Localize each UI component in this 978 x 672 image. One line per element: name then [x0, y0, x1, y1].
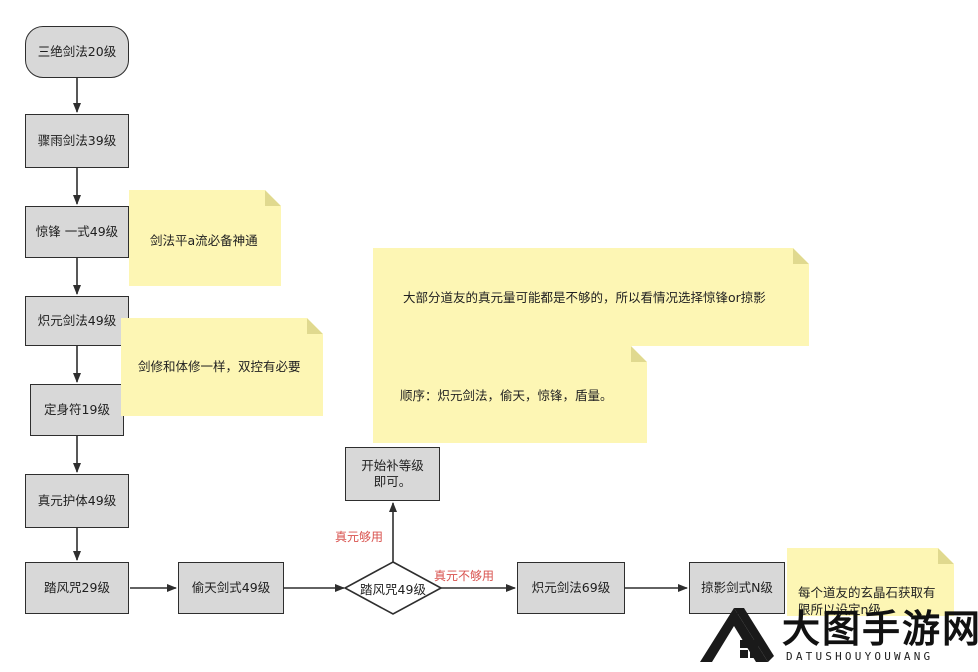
note-line: 每个道友的玄晶石获取有: [798, 585, 936, 600]
node-start: 三绝剑法20级: [25, 26, 129, 78]
node-step: 惊锋 一式49级: [25, 206, 129, 258]
node-step: 踏风咒29级: [25, 562, 129, 614]
sticky-note: 剑法平a流必备神通: [129, 190, 281, 286]
sticky-note: 顺序：炽元剑法，偷天，惊锋，盾量。: [373, 346, 647, 443]
node-step: 炽元剑法69级: [517, 562, 625, 614]
sticky-note: 剑修和体修一样，双控有必要: [121, 318, 323, 416]
node-step: 骤雨剑法39级: [25, 114, 129, 168]
watermark-subtext: DATUSHOUYOUWANG: [786, 650, 934, 663]
note-text: 剑法平a流必备神通: [150, 233, 258, 248]
watermark: 大图手游网 DATUSHOUYOUWANG: [690, 596, 978, 670]
note-line: 限所以设定n级: [798, 602, 881, 617]
node-line: 即可。: [373, 474, 412, 489]
node-step: 炽元剑法49级: [25, 296, 129, 346]
node-step: 真元护体49级: [25, 474, 129, 528]
edge-label-not-enough: 真元不够用: [434, 569, 495, 583]
node-step: 开始补等级 即可。: [345, 447, 440, 501]
node-line: 开始补等级: [361, 458, 424, 473]
decision-label: 踏风咒49级: [360, 581, 426, 597]
node-step: 偷天剑式49级: [178, 562, 284, 614]
note-text: 大部分道友的真元量可能都是不够的，所以看情况选择惊锋or掠影: [403, 290, 766, 305]
node-step: 定身符19级: [30, 384, 124, 436]
decision-diamond: [343, 561, 443, 615]
note-text: 剑修和体修一样，双控有必要: [138, 359, 301, 374]
note-text: 顺序：炽元剑法，偷天，惊锋，盾量。: [400, 388, 613, 403]
sticky-note: 大部分道友的真元量可能都是不够的，所以看情况选择惊锋or掠影: [373, 248, 809, 346]
note-text: 每个道友的玄晶石获取有 限所以设定n级: [798, 584, 936, 618]
house-logo-icon: [700, 608, 774, 662]
sticky-note: 每个道友的玄晶石获取有 限所以设定n级: [787, 548, 954, 616]
edge-label-enough: 真元够用: [335, 530, 384, 544]
watermark-text: 大图手游网: [782, 606, 978, 651]
